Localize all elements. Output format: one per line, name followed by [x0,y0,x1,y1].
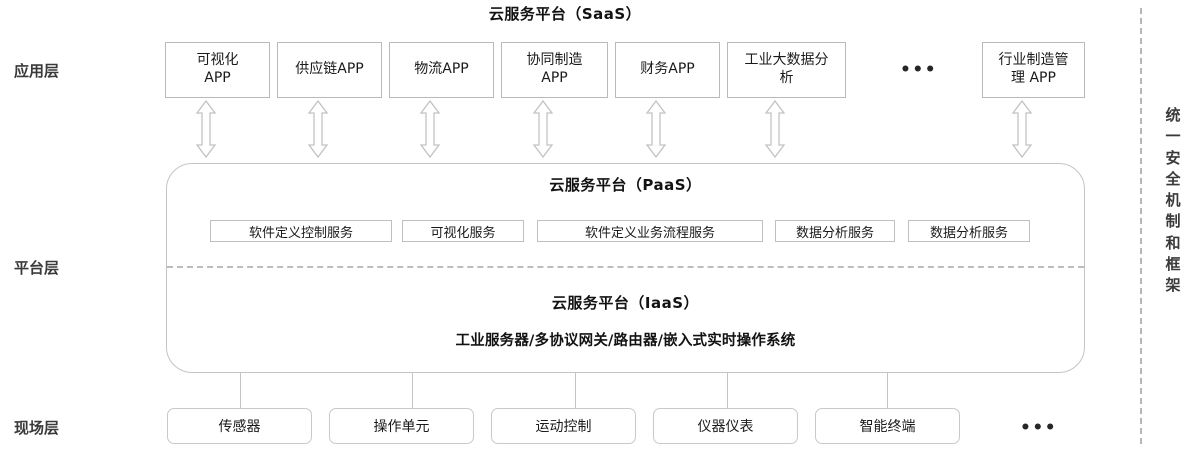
platform-container [166,163,1085,373]
double-arrow-icon [1011,99,1033,159]
service-box[interactable]: 可视化服务 [402,220,524,242]
connector-line [887,373,888,408]
double-arrow-icon [764,99,786,159]
saas-title: 云服务平台（SaaS） [488,5,642,23]
field-node-box[interactable]: 仪器仪表 [653,408,798,444]
app-box[interactable]: 协同制造 APP [501,42,608,98]
iaas-subtitle: 工业服务器/多协议网关/路由器/嵌入式实时操作系统 [455,333,796,349]
field-node-box[interactable]: 传感器 [167,408,312,444]
connector-line [575,373,576,408]
app-box[interactable]: 物流APP [389,42,494,98]
service-box[interactable]: 软件定义业务流程服务 [537,220,763,242]
double-arrow-icon [532,99,554,159]
paas-iaas-divider [167,266,1084,268]
app-box[interactable]: 行业制造管 理 APP [982,42,1085,98]
paas-title: 云服务平台（PaaS） [549,176,702,194]
double-arrow-icon [645,99,667,159]
iaas-title: 云服务平台（IaaS） [551,294,700,312]
security-divider-line [1140,8,1142,444]
double-arrow-icon [419,99,441,159]
field-ellipsis: ••• [1020,418,1058,438]
connector-line [727,373,728,408]
layer-label-field: 现场层 [14,419,60,437]
connector-line [240,373,241,408]
app-box[interactable]: 工业大数据分 析 [727,42,846,98]
service-box[interactable]: 数据分析服务 [908,220,1030,242]
security-label: 统一安全机制和框架 [1165,106,1181,295]
layer-label-application: 应用层 [14,62,60,80]
app-box[interactable]: 财务APP [615,42,720,98]
double-arrow-icon [195,99,217,159]
connector-line [412,373,413,408]
app-box[interactable]: 可视化 APP [165,42,270,98]
field-node-box[interactable]: 智能终端 [815,408,960,444]
service-box[interactable]: 软件定义控制服务 [210,220,392,242]
double-arrow-icon [307,99,329,159]
service-box[interactable]: 数据分析服务 [775,220,895,242]
field-node-box[interactable]: 运动控制 [491,408,636,444]
layer-label-platform: 平台层 [14,259,60,277]
app-box[interactable]: 供应链APP [277,42,382,98]
application-ellipsis: ••• [900,60,938,80]
field-node-box[interactable]: 操作单元 [329,408,474,444]
